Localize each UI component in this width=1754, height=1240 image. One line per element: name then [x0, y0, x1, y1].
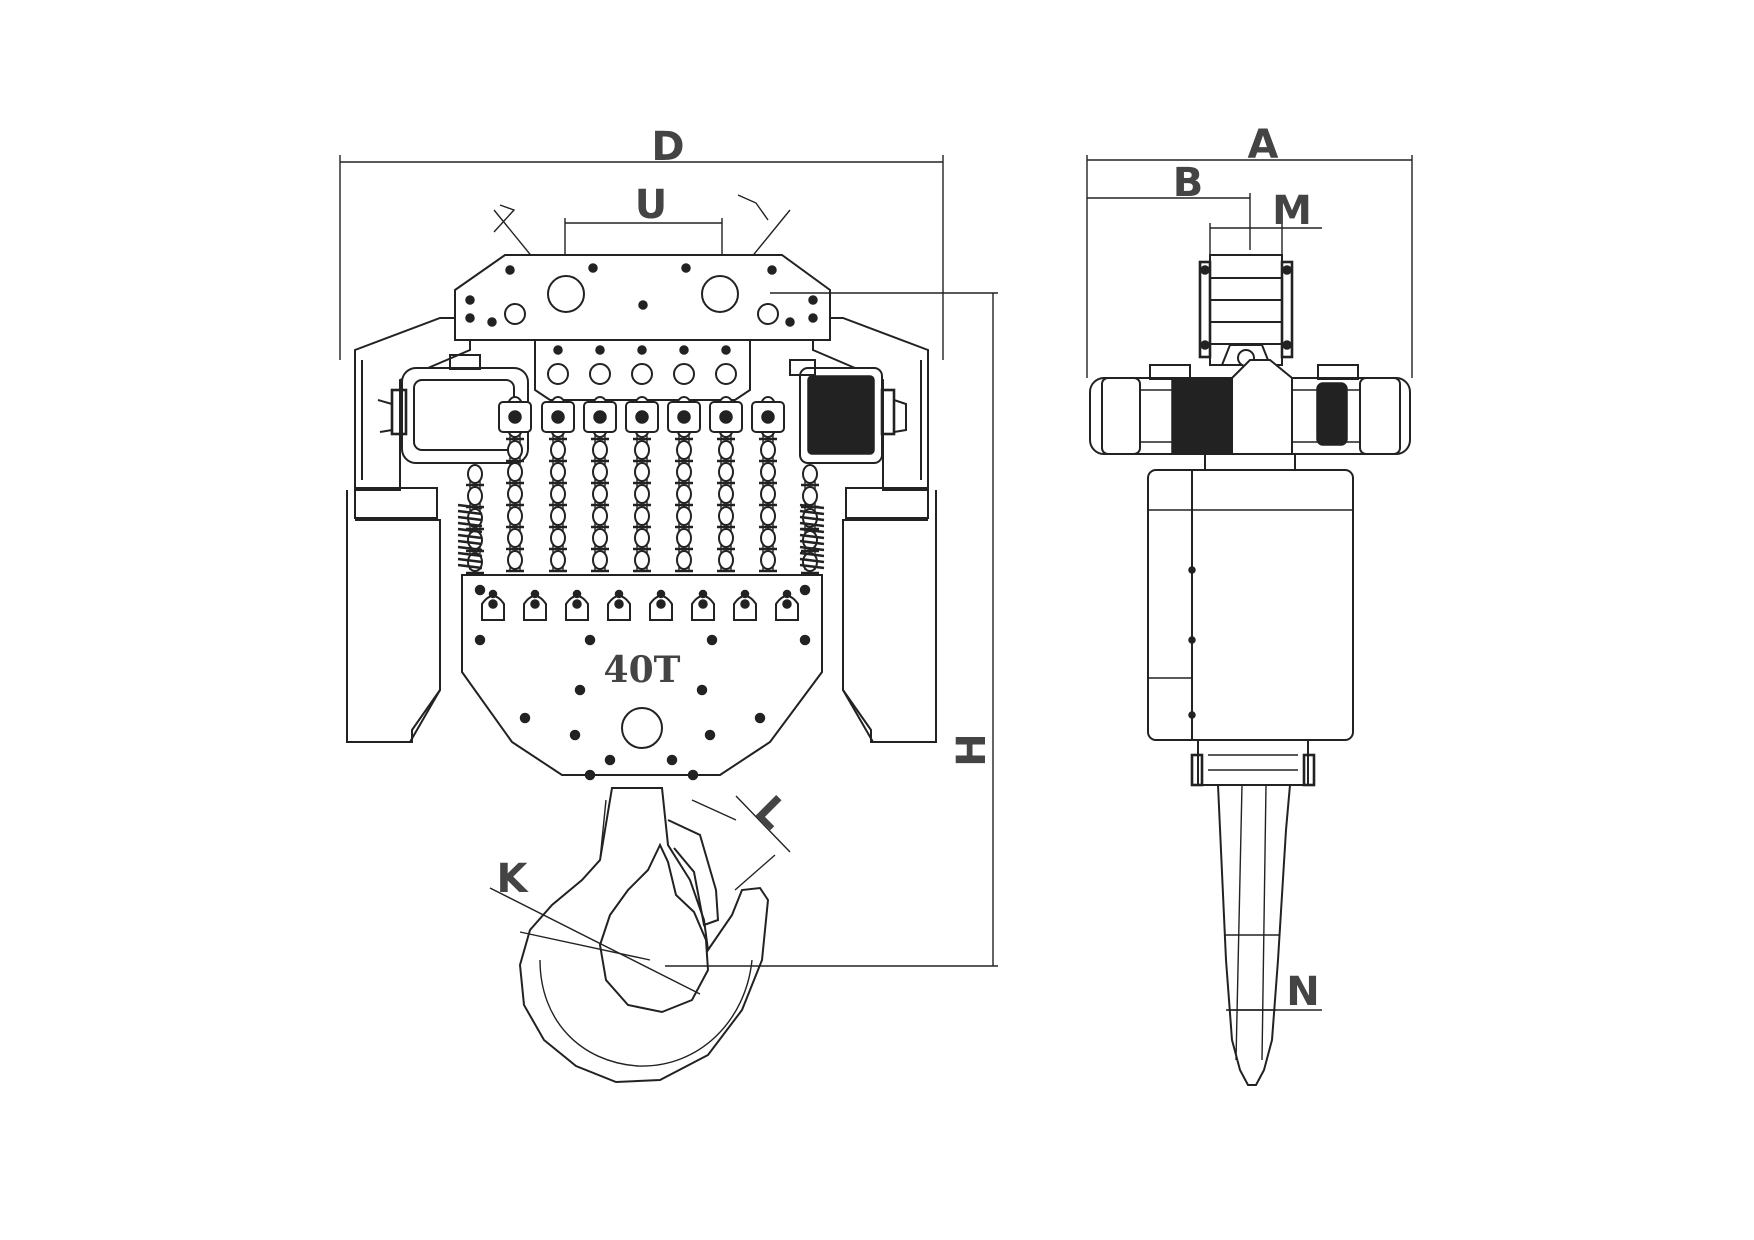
label-k: K	[497, 856, 530, 902]
bolt	[799, 634, 811, 646]
sheave-anchor	[481, 589, 505, 621]
bolt	[519, 712, 531, 724]
dimension-a: A	[1086, 122, 1413, 378]
bolt	[706, 634, 718, 646]
chain-strand	[667, 396, 701, 573]
label-n: N	[1286, 969, 1319, 1015]
dimension-m: M	[1209, 188, 1322, 260]
lower-hook-block: 40T	[461, 574, 823, 781]
chain-springs	[457, 503, 825, 570]
bolt	[569, 729, 581, 741]
side-lower-housing	[1147, 453, 1354, 741]
sheave-anchor	[523, 589, 547, 621]
side-view: A B M	[1086, 122, 1413, 1086]
label-u: U	[635, 182, 667, 228]
right-motor	[789, 359, 907, 464]
dimension-k: K	[489, 856, 701, 995]
label-m: M	[1272, 188, 1312, 234]
bolt	[687, 769, 699, 781]
sheave-anchor	[733, 589, 757, 621]
crane-hook	[518, 787, 770, 1084]
upper-sheave-block	[534, 339, 751, 401]
bolt	[799, 584, 811, 596]
label-d: D	[651, 124, 684, 170]
chain-strand	[709, 396, 743, 573]
load-chains	[466, 396, 819, 575]
label-l: L	[746, 788, 797, 839]
dimension-h: H	[665, 292, 998, 967]
sheave-anchor	[607, 589, 631, 621]
front-view: D U	[339, 124, 998, 1084]
bolt	[584, 769, 596, 781]
bolt	[696, 684, 708, 696]
right-side-frame	[812, 317, 937, 743]
label-a: A	[1248, 122, 1279, 168]
dimension-b: B	[1087, 160, 1251, 250]
side-hook-yoke	[1190, 739, 1316, 787]
bolt	[474, 584, 486, 596]
bolt	[604, 754, 616, 766]
spring	[799, 503, 825, 570]
chain-strand	[625, 396, 659, 573]
spring	[457, 503, 483, 570]
bolt	[584, 634, 596, 646]
label-b: B	[1173, 160, 1204, 206]
bolt	[574, 684, 586, 696]
sheave-anchor	[565, 589, 589, 621]
sheave-anchor	[691, 589, 715, 621]
chain-strand	[498, 396, 532, 573]
left-side-frame	[346, 317, 471, 743]
bolt	[754, 712, 766, 724]
sheave-anchor	[775, 589, 799, 621]
side-hoist-body	[1089, 359, 1411, 455]
sheave-anchor	[649, 589, 673, 621]
bolt	[704, 729, 716, 741]
chain-strand	[541, 396, 575, 573]
dimension-d: D	[339, 124, 944, 360]
dimension-n: N	[1226, 969, 1322, 1015]
bolt	[474, 634, 486, 646]
capacity-label: 40T	[604, 649, 681, 691]
top-plate	[454, 254, 831, 341]
side-hook-profile	[1216, 784, 1292, 1086]
label-h: H	[949, 733, 995, 766]
chain-strand	[751, 396, 785, 573]
chain-strand	[583, 396, 617, 573]
bolt	[666, 754, 678, 766]
side-top-bracket	[1198, 254, 1294, 367]
dimension-l: L	[691, 788, 797, 891]
